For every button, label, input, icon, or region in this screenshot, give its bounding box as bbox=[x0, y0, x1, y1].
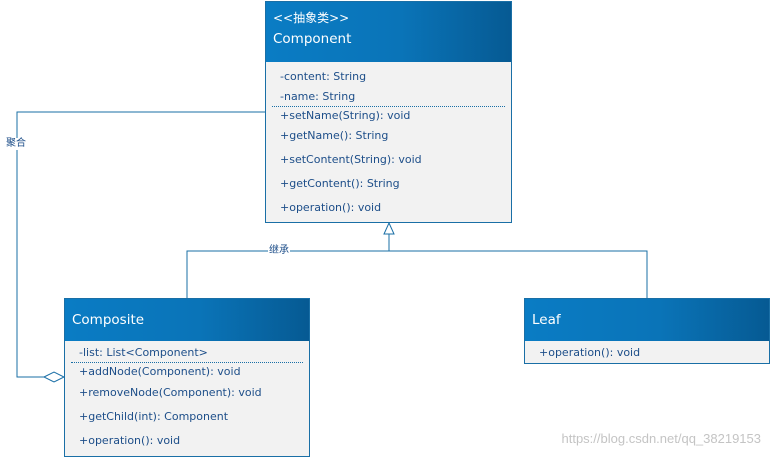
component-operation: +operation(): void bbox=[280, 201, 382, 214]
inheritance-label: 继承 bbox=[268, 245, 290, 257]
leaf-class-name: Leaf bbox=[532, 312, 561, 328]
component-operation: +setContent(String): void bbox=[280, 153, 422, 166]
component-attribute: -content: String bbox=[280, 70, 367, 83]
component-attribute: -name: String bbox=[280, 90, 356, 103]
component-class-header: <<抽象类>> Component bbox=[266, 2, 511, 62]
leaf-class-header: Leaf bbox=[525, 299, 769, 341]
inheritance-line-leaf bbox=[389, 250, 648, 298]
composite-operation: +removeNode(Component): void bbox=[79, 386, 262, 399]
inheritance-arrowhead bbox=[383, 221, 395, 235]
inheritance-line-composite bbox=[186, 250, 389, 298]
composite-operation: +addNode(Component): void bbox=[79, 365, 241, 378]
watermark-text: https://blog.csdn.net/qq_38219153 bbox=[561, 431, 762, 446]
composite-attribute: -list: List<Component> bbox=[79, 346, 208, 359]
component-class-name: Component bbox=[273, 31, 352, 47]
composite-section-divider bbox=[71, 362, 303, 363]
component-section-divider bbox=[272, 106, 505, 107]
leaf-class-box[interactable]: Leaf +operation(): void bbox=[524, 298, 770, 364]
composite-operation: +operation(): void bbox=[79, 434, 181, 447]
component-stereotype: <<抽象类>> bbox=[273, 11, 350, 25]
leaf-operation: +operation(): void bbox=[539, 346, 641, 359]
component-operation: +getContent(): String bbox=[280, 177, 400, 190]
component-operation: +getName(): String bbox=[280, 129, 389, 142]
composite-class-box[interactable]: Composite -list: List<Component> +addNod… bbox=[64, 298, 310, 457]
composite-class-header: Composite bbox=[65, 299, 309, 341]
component-class-box[interactable]: <<抽象类>> Component -content: String -name… bbox=[265, 1, 512, 223]
component-operation: +setName(String): void bbox=[280, 109, 411, 122]
composite-class-name: Composite bbox=[72, 312, 145, 328]
aggregation-line bbox=[16, 111, 265, 378]
aggregation-label: 聚合 bbox=[5, 138, 27, 150]
composite-operation: +getChild(int): Component bbox=[79, 410, 229, 423]
aggregation-diamond bbox=[42, 371, 66, 383]
